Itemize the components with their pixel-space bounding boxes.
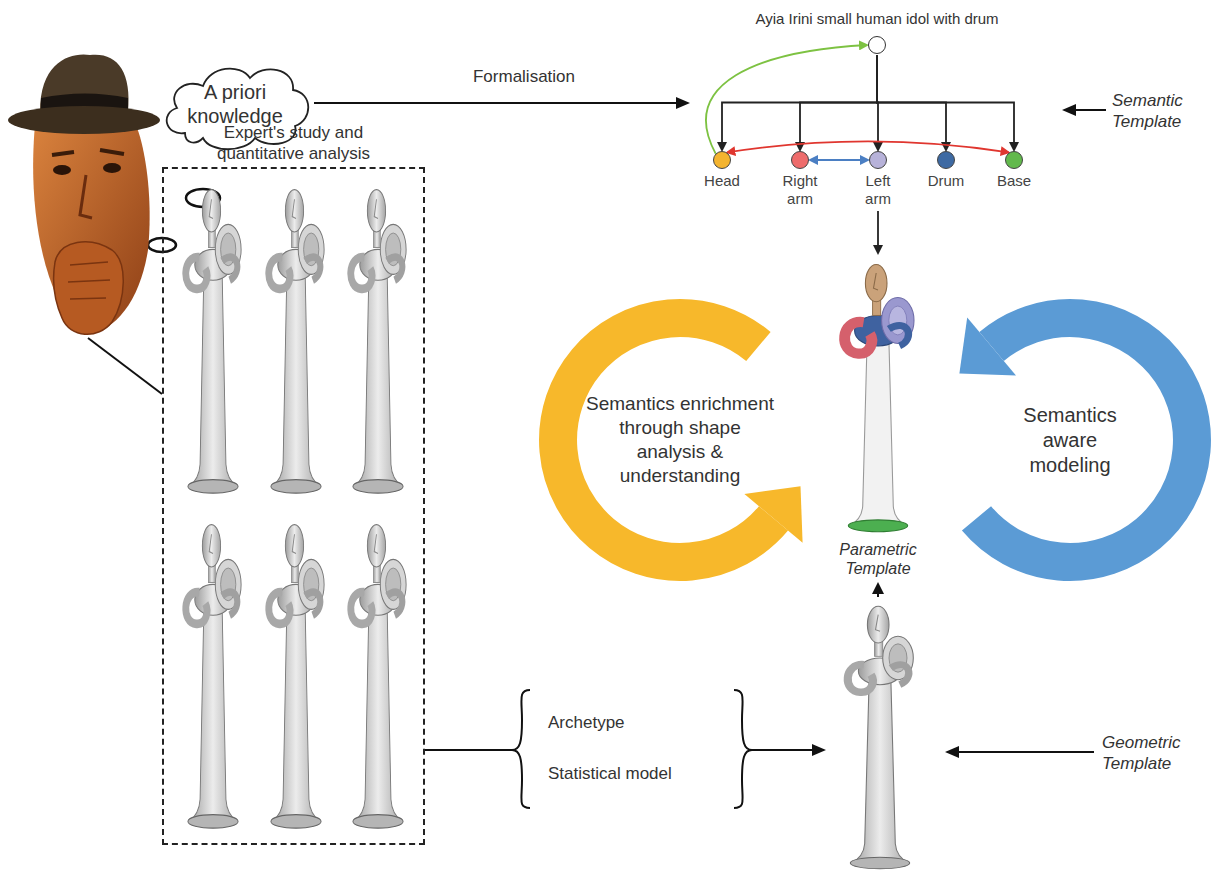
expert-face: [68, 262, 110, 299]
open-brace: [512, 690, 530, 808]
part-node: Drum: [916, 151, 976, 190]
annotation-label: Statistical model: [548, 763, 728, 784]
node-label: Parametric Template: [823, 540, 933, 578]
template-pointer: [1062, 104, 1106, 116]
node-label: Head: [697, 172, 747, 190]
part-node: Right arm: [770, 151, 830, 208]
annotation-label: Geometric Template: [1102, 732, 1212, 774]
bracket-line: [425, 749, 514, 751]
annotation-label: Semantics enrichment through shape analy…: [584, 392, 776, 488]
study-group-frame: Expert's study and quantitative analysis: [162, 122, 425, 845]
parametric-figure: [845, 264, 914, 531]
part-circle: [937, 151, 955, 169]
idol-scans: [351, 525, 406, 829]
annotation-label: Formalisation: [444, 66, 604, 87]
bracket-arrow: [752, 749, 816, 751]
bracket-arrow: [812, 744, 826, 756]
template-pointer: [1062, 104, 1076, 116]
modeling-cycle-arrow: [977, 318, 1192, 562]
enrichment-cycle-arrow: [558, 318, 773, 562]
connector: [810, 159, 868, 161]
template-pointer: [945, 746, 959, 758]
template-figure-node: Parametric Template: [818, 255, 938, 578]
part-circle: [869, 151, 887, 169]
enrichment-cycle-arrow: [744, 486, 802, 543]
bracket-arrow: [752, 744, 826, 756]
connector: [727, 141, 1008, 152]
expert-face: [8, 106, 160, 134]
part-node: Left arm: [848, 151, 908, 208]
geometric-to-parametric-arrow: [872, 582, 884, 597]
node-label: A priori knowledge: [179, 80, 291, 128]
expert-face: [103, 163, 121, 173]
expert-face: [80, 175, 92, 218]
node-label: Right arm: [775, 172, 825, 208]
expert-face: [52, 150, 124, 155]
idol-scans: [186, 190, 241, 494]
modeling-cycle-arrow: [959, 317, 1016, 375]
geometric-figure: [848, 606, 914, 869]
idol-scans: [186, 190, 406, 829]
part-node: Base: [984, 151, 1044, 190]
enrichment-cycle-arrow: [558, 318, 803, 562]
node-label: Drum: [921, 172, 971, 190]
idol-scans: [351, 190, 406, 494]
connector: [877, 55, 1014, 150]
formalisation-arrow: [314, 102, 680, 104]
expert-face: [8, 55, 160, 335]
node-label: Ayia Irini small human idol with drum: [717, 10, 1037, 28]
connector: [706, 45, 867, 154]
geometric-to-parametric-arrow: [872, 582, 884, 594]
expert-face: [53, 165, 71, 175]
connector: [877, 211, 879, 253]
modeling-cycle-arrow: [959, 317, 1192, 562]
node-label: Base: [989, 172, 1039, 190]
tree-root-circle: [868, 36, 886, 54]
part-circle: [713, 151, 731, 169]
template-pointer: [1072, 109, 1106, 111]
leader-line: [88, 338, 162, 394]
annotation-label: Archetype: [548, 712, 723, 733]
tree-root-node: Ayia Irini small human idol with drum: [717, 10, 1037, 54]
template-pointer: [945, 746, 1094, 758]
close-brace: [734, 690, 752, 808]
node-label: Left arm: [853, 172, 903, 208]
formalisation-arrow: [314, 97, 690, 109]
node-label: Expert's study and quantitative analysis: [186, 122, 401, 164]
annotation-label: Semantics aware modeling: [1014, 403, 1126, 478]
connector: [800, 55, 877, 150]
annotation-label: Semantic Template: [1112, 90, 1212, 132]
part-circle: [791, 151, 809, 169]
part-circle: [1005, 151, 1023, 169]
template-pointer: [955, 751, 1094, 753]
idol-scans: [186, 525, 241, 829]
idol-scans: [269, 190, 324, 494]
idol-scans: [269, 525, 324, 829]
formalisation-arrow: [676, 97, 690, 109]
dashed-frame: [162, 167, 425, 845]
expert-face: [54, 242, 124, 335]
part-node: Head: [692, 151, 752, 190]
